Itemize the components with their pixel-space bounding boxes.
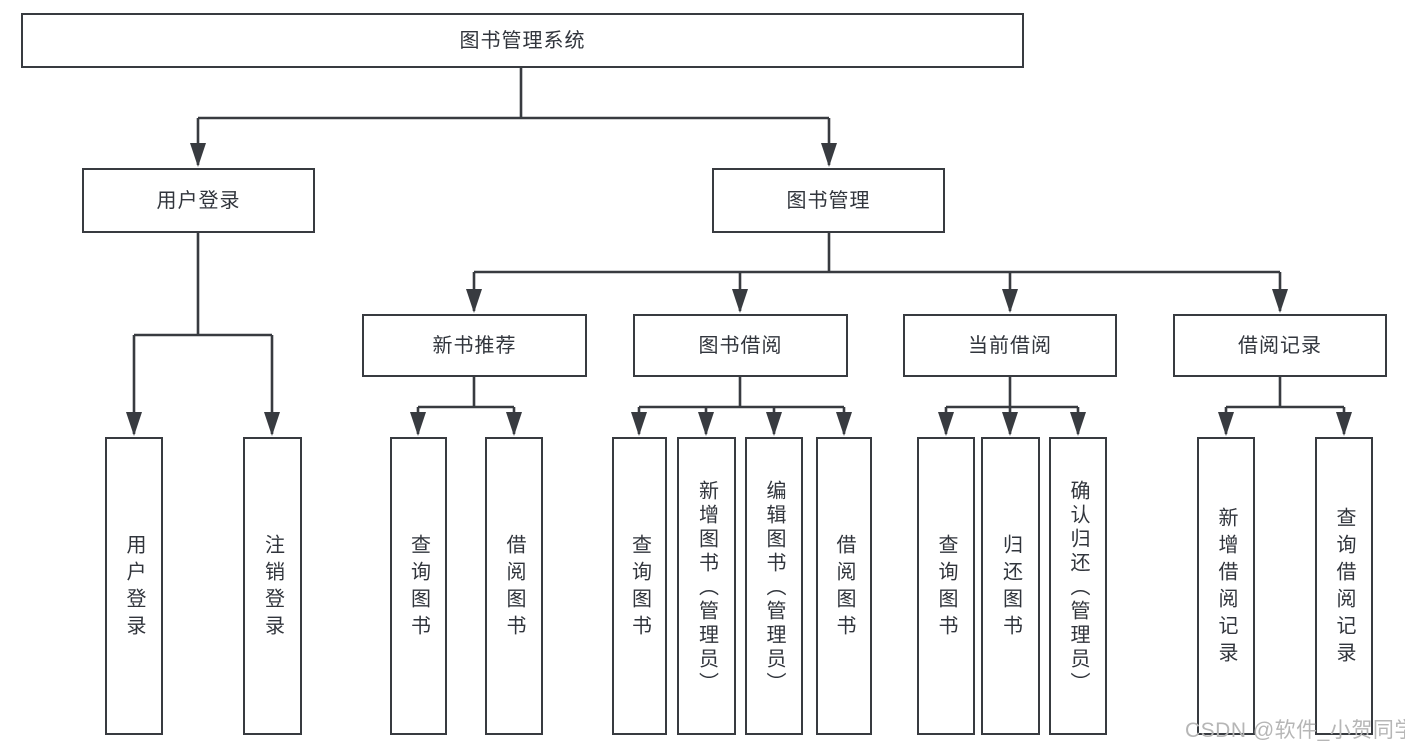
leaf-logout: 注销登录 bbox=[243, 437, 302, 735]
borrow-records-split-line bbox=[1226, 377, 1344, 409]
leaf-bb-borrow: 借阅图书 bbox=[816, 437, 872, 735]
csdn-watermark: CSDN @软件_小贺同学 bbox=[1185, 719, 1405, 742]
leaf-nb-borrow: 借阅图书 bbox=[485, 437, 543, 735]
leaf-user-login: 用户登录 bbox=[105, 437, 163, 735]
leaf-br-add: 新增借阅记录 bbox=[1197, 437, 1255, 735]
leaf-cb-confirm: 确认归还（管理员） bbox=[1049, 437, 1107, 735]
node-new-books: 新书推荐 bbox=[362, 314, 587, 377]
current-borrow-split-line bbox=[946, 377, 1078, 409]
root-split-line bbox=[198, 68, 829, 120]
leaf-cb-return: 归还图书 bbox=[981, 437, 1040, 735]
book-mgmt-split-line bbox=[474, 233, 1280, 274]
node-user-login: 用户登录 bbox=[82, 168, 315, 233]
leaf-bb-query: 查询图书 bbox=[612, 437, 667, 735]
book-borrow-split-line bbox=[639, 377, 844, 409]
node-current-borrow: 当前借阅 bbox=[903, 314, 1117, 377]
node-book-borrow: 图书借阅 bbox=[633, 314, 848, 377]
node-root: 图书管理系统 bbox=[21, 13, 1024, 68]
leaf-nb-query: 查询图书 bbox=[390, 437, 447, 735]
user-login-split-line bbox=[134, 233, 272, 337]
node-book-mgmt: 图书管理 bbox=[712, 168, 945, 233]
leaf-bb-edit: 编辑图书（管理员） bbox=[745, 437, 803, 735]
leaf-cb-query: 查询图书 bbox=[917, 437, 975, 735]
node-borrow-records: 借阅记录 bbox=[1173, 314, 1387, 377]
leaf-bb-add: 新增图书（管理员） bbox=[677, 437, 736, 735]
new-books-split-line bbox=[418, 377, 514, 409]
leaf-br-query: 查询借阅记录 bbox=[1315, 437, 1373, 735]
